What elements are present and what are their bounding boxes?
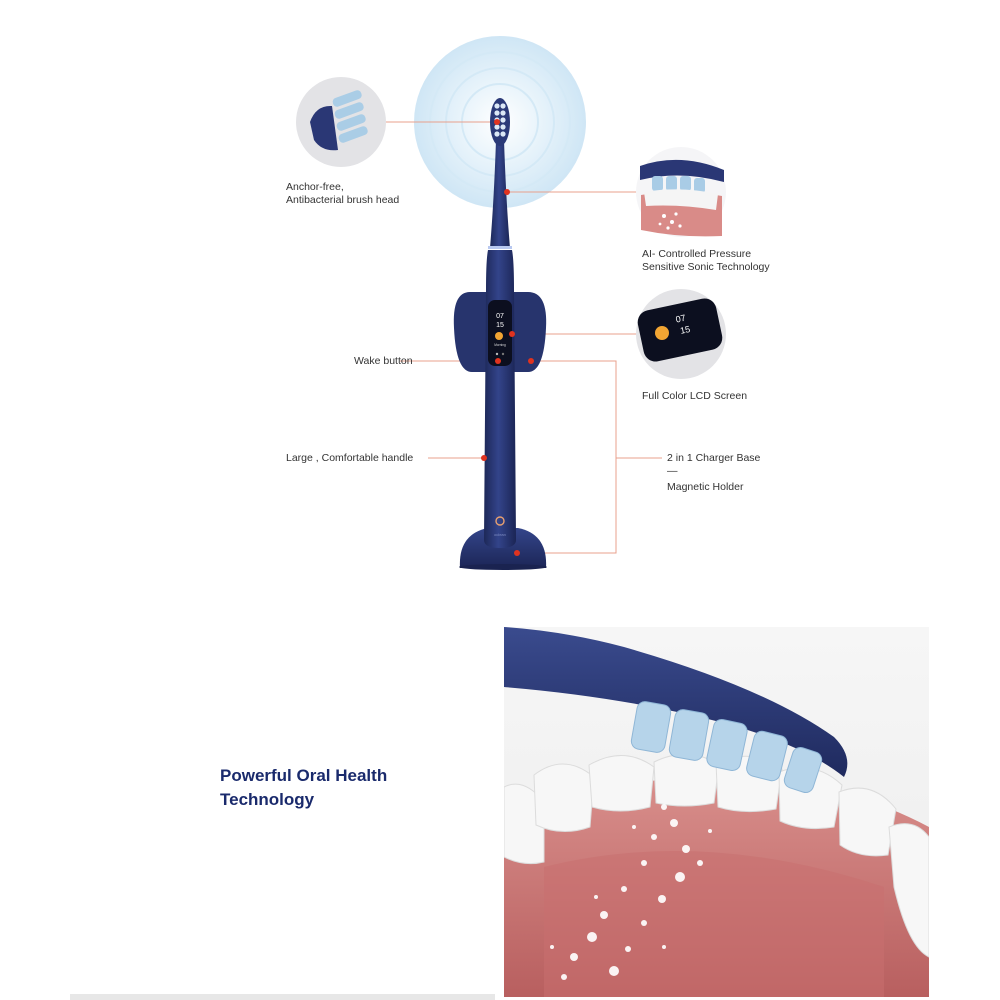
callout-magnetic-holder: Magnetic Holder: [667, 481, 744, 493]
bottom-divider: [70, 994, 495, 1000]
charger-base: [459, 528, 547, 570]
brush-neck: [490, 140, 510, 248]
lcd-screen: 07 15 Morning: [488, 300, 512, 366]
callout-wake-button: Wake button: [354, 355, 413, 367]
callout-dash: —: [667, 465, 678, 477]
magnetic-holder: [453, 292, 547, 372]
callout-charger-base: 2 in 1 Charger Base: [667, 452, 761, 464]
neck-ring: [488, 246, 512, 249]
callout-dots: [481, 119, 534, 556]
svg-text:07: 07: [675, 313, 687, 325]
sun-icon: [495, 332, 503, 340]
toothbrush-diagram: 07 15 Morning oclean: [296, 36, 726, 570]
brush-head-detail-image: [296, 77, 386, 167]
handle: [484, 250, 516, 548]
screen-status: Morning: [494, 343, 506, 347]
callout-lines: [385, 121, 662, 554]
svg-text:15: 15: [679, 324, 691, 336]
feature-title: Powerful Oral Health Technology: [220, 766, 388, 809]
brush-on-teeth-image: [504, 627, 929, 997]
pressure-detail-image: [636, 147, 726, 237]
oclean-logo-icon: oclean: [494, 516, 506, 537]
screen-hour: 07: [496, 313, 504, 320]
callout-brush-head: Anchor-free, Antibacterial brush head: [286, 181, 400, 206]
callout-handle: Large , Comfortable handle: [286, 452, 414, 464]
callout-lcd-screen: Full Color LCD Screen: [642, 390, 748, 402]
logo-text: oclean: [494, 532, 506, 537]
callout-pressure: AI- Controlled Pressure Sensitive Sonic …: [642, 248, 770, 273]
screen-minute: 15: [496, 322, 504, 329]
lcd-detail-image: 07 15: [636, 289, 726, 379]
